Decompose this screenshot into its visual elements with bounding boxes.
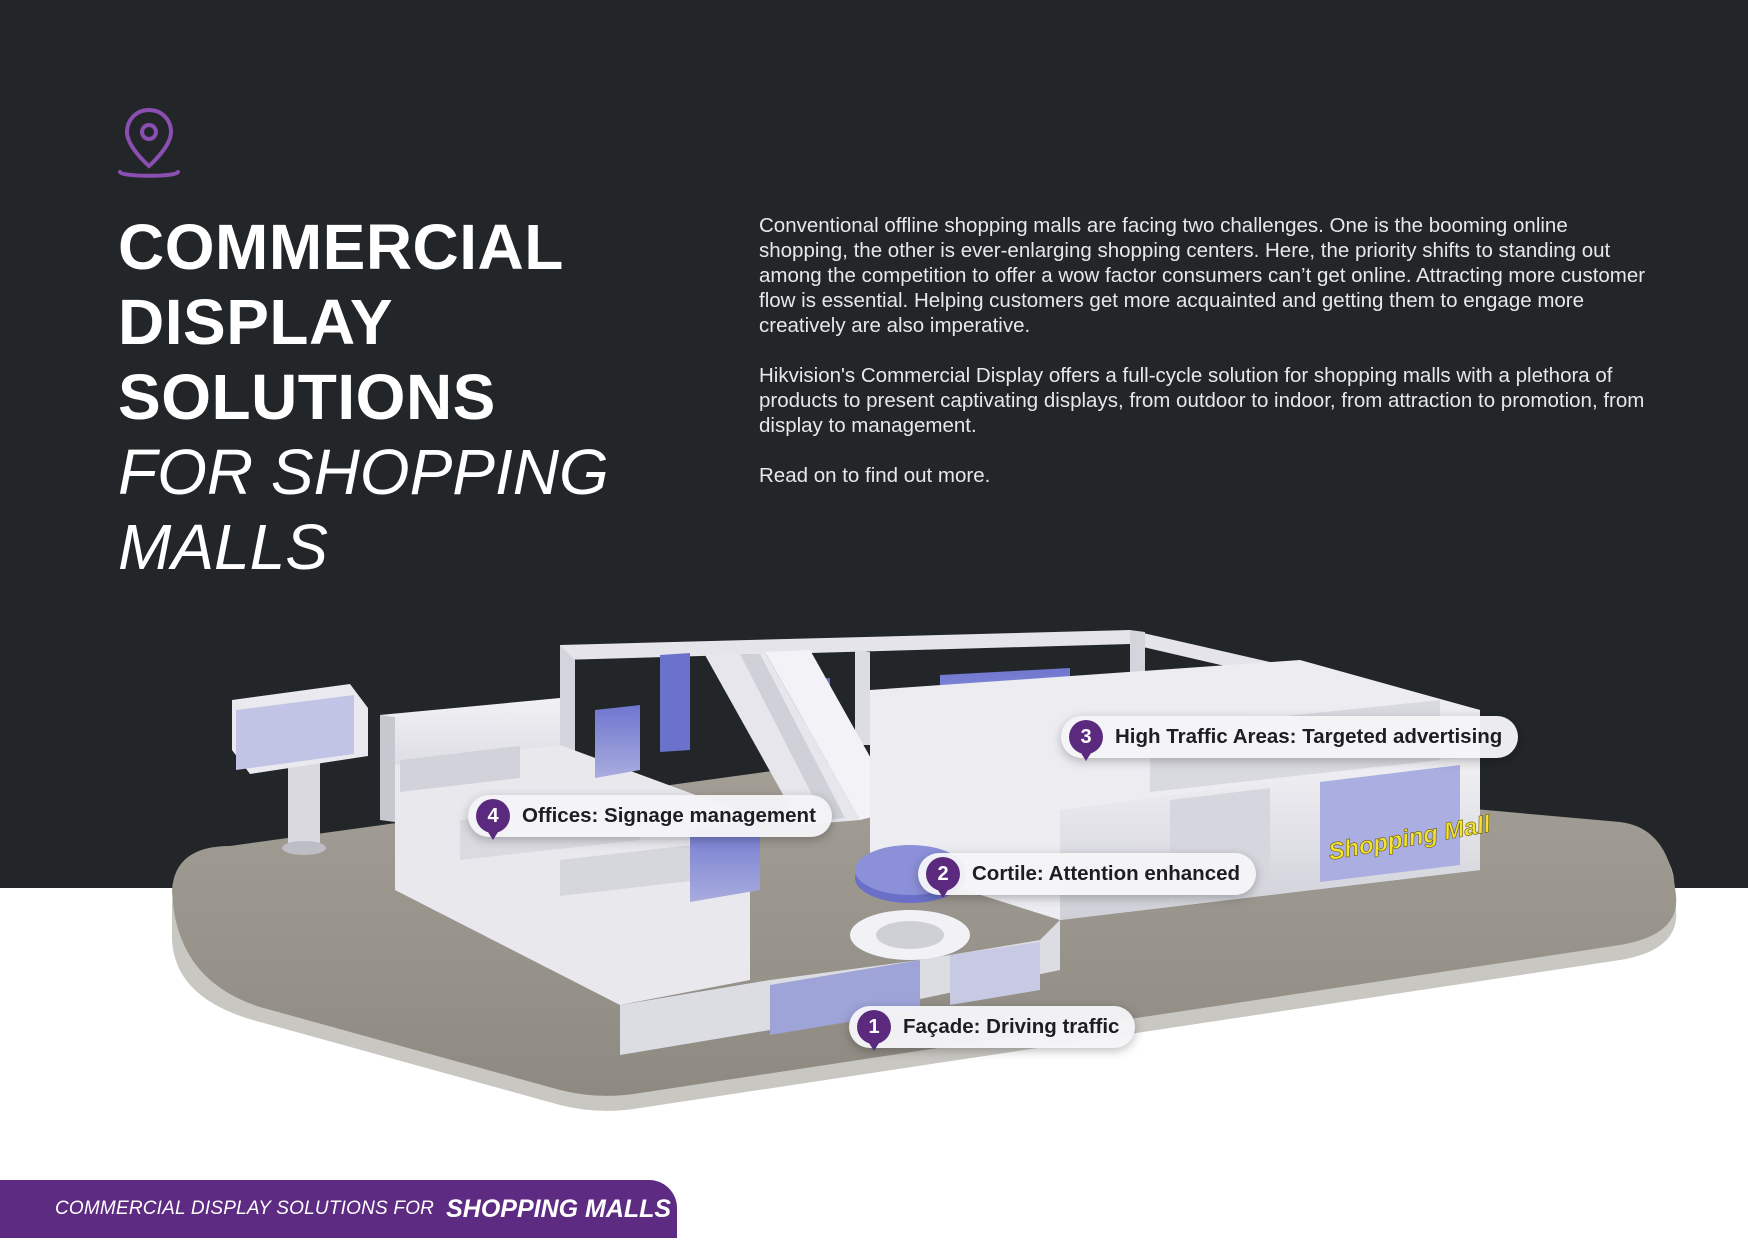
location-pin-icon (118, 107, 180, 178)
outdoor-billboard (232, 684, 368, 855)
intro-text: Conventional offline shopping malls are … (759, 213, 1649, 513)
intro-paragraph-3: Read on to find out more. (759, 464, 991, 487)
callout-number-4: 4 (476, 799, 510, 840)
callout-offices[interactable]: 4 Offices: Signage management (468, 795, 832, 840)
page-title: COMMERCIAL DISPLAY SOLUTIONS FOR SHOPPIN… (118, 210, 609, 585)
footer-prefix: COMMERCIAL DISPLAY SOLUTIONS FOR (55, 1198, 435, 1219)
title-line-5: MALLS (118, 511, 328, 583)
callout-label-2: Cortile: Attention enhanced (972, 862, 1241, 885)
title-line-1: COMMERCIAL (118, 211, 564, 283)
title-line-3: SOLUTIONS (118, 361, 496, 433)
intro-paragraph-2: Hikvision's Commercial Display offers a … (759, 364, 1645, 437)
mall-illustration: Shopping Mall (172, 630, 1677, 1111)
title-line-2: DISPLAY (118, 286, 393, 358)
footer-banner: COMMERCIAL DISPLAY SOLUTIONS FOR SHOPPIN… (0, 1180, 677, 1238)
callout-number-3: 3 (1069, 720, 1103, 761)
footer-emphasis: SHOPPING MALLS (446, 1194, 672, 1223)
callout-label-3: High Traffic Areas: Targeted advertising (1115, 725, 1503, 748)
title-line-4: FOR SHOPPING (118, 436, 609, 508)
callout-number-1: 1 (857, 1010, 891, 1051)
callout-number-2: 2 (926, 857, 960, 898)
callout-label-4: Offices: Signage management (522, 804, 816, 827)
callout-high-traffic[interactable]: 3 High Traffic Areas: Targeted advertisi… (1061, 716, 1519, 761)
callout-facade[interactable]: 1 Façade: Driving traffic (849, 1006, 1136, 1051)
callout-label-1: Façade: Driving traffic (903, 1015, 1120, 1038)
intro-paragraph-1: Conventional offline shopping malls are … (759, 214, 1646, 337)
callout-cortile[interactable]: 2 Cortile: Attention enhanced (918, 853, 1257, 898)
